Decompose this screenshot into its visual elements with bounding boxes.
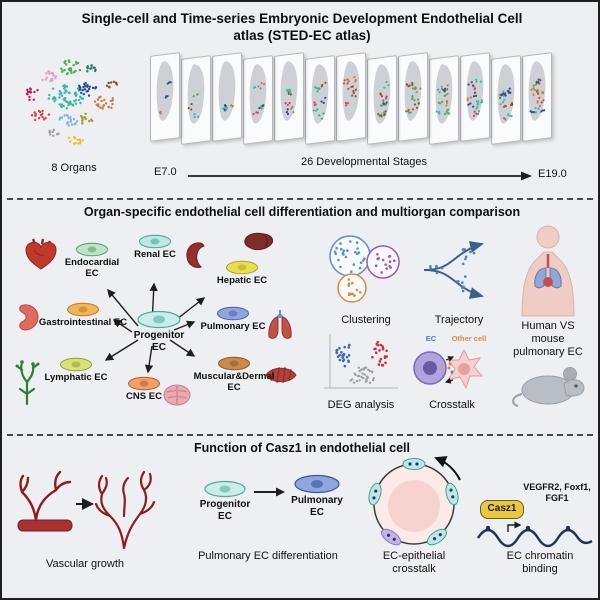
casz1-box: Casz1: [480, 500, 524, 519]
other-cell-label: Other cell: [451, 334, 487, 343]
target-genes-label: VEGFR2, Foxf1, FGF1: [523, 482, 591, 503]
pulmonary-ec-node-bottom: Pulmonary EC: [288, 474, 346, 518]
stage-start-label: E7.0: [154, 166, 177, 178]
endocardial-cell-icon: [76, 242, 108, 257]
panel3-title: Function of Casz1 in endothelial cell: [194, 441, 410, 455]
progenitor-cell-icon: [137, 310, 181, 329]
pulmonary-label: Pulmonary EC: [291, 495, 343, 518]
progenitor-label: Progenitor EC: [133, 330, 185, 353]
ec-node-label: Endocardial EC: [64, 257, 120, 279]
ec-node-label: CNS EC: [126, 391, 162, 402]
panel-divider: [7, 434, 593, 436]
stages-label: 26 Developmental Stages: [301, 156, 427, 168]
stage-card-strip: [150, 52, 570, 154]
kidney-icon: [186, 242, 205, 268]
heart-icon: [25, 238, 57, 270]
human-mouse-label: Human VS mouse pulmonary EC: [513, 320, 583, 359]
stage-card: [367, 55, 397, 145]
ec-node-hepatic: Hepatic EC: [210, 260, 274, 287]
lymphatic-cell-icon: [60, 357, 92, 372]
ec-node-lymphatic: Lymphatic EC: [44, 357, 108, 384]
pulmonary-cell-icon: [294, 474, 340, 494]
gastrointestinal-cell-icon: [67, 302, 99, 317]
ec-epithelial-caption: EC-epithelial crosstalk: [382, 550, 446, 576]
clustering-icon: [329, 235, 400, 303]
muscle-icon: [265, 366, 297, 384]
stage-card: [491, 55, 521, 145]
stage-card: [336, 52, 366, 142]
pulmonary-cell-icon: [217, 306, 249, 321]
brain-icon: [163, 384, 191, 406]
ec-node-label: Gastrointestinal EC: [38, 317, 128, 328]
stage-card: [305, 55, 335, 145]
chromatin-icon: [476, 521, 593, 548]
trajectory-icon: [423, 241, 484, 299]
ec-cell-label: EC: [425, 334, 437, 343]
timeline-arrow-icon: [188, 171, 532, 181]
crosstalk-label: Crosstalk: [429, 399, 475, 411]
stage-card: [150, 52, 180, 142]
umap-scatter-icon: [25, 59, 118, 145]
chromatin-binding-caption: EC chromatin binding: [506, 550, 574, 576]
ec-epithelial-crosstalk-icon: [368, 456, 461, 546]
crosstalk-icon: [413, 348, 484, 390]
stage-card: [429, 55, 459, 145]
human-body-icon: [521, 225, 575, 317]
progenitor-cell-icon: [204, 480, 246, 498]
panel2-title: Organ-specific endothelial cell differen…: [83, 205, 521, 219]
lungs-icon: [268, 310, 292, 339]
ec-node-label: Muscular&Dermal EC: [193, 371, 275, 393]
differentiation-arrow-icon: [254, 487, 285, 497]
ec-node-label: Lymphatic EC: [44, 372, 108, 383]
cns-cell-icon: [128, 376, 160, 391]
volcano-plot-icon: [324, 334, 398, 389]
ec-node-muscular-dermal: Muscular&Dermal EC: [190, 356, 278, 394]
stage-end-label: E19.0: [538, 168, 567, 180]
atlas-title: Single-cell and Time-series Embryonic De…: [81, 11, 523, 43]
ec-node-label: Hepatic EC: [216, 275, 268, 286]
ec-node-label: Renal EC: [134, 249, 176, 260]
lymphatic-vessel-icon: [15, 360, 40, 406]
panel-divider: [7, 198, 593, 200]
deg-analysis-label: DEG analysis: [327, 399, 395, 411]
progenitor-ec-node: Progenitor EC: [126, 310, 192, 353]
ec-node-gastrointestinal: Gastrointestinal EC: [38, 302, 128, 329]
organs-label: 8 Organs: [51, 162, 97, 174]
trajectory-label: Trajectory: [434, 314, 484, 326]
ec-node-label: Pulmonary EC: [200, 321, 266, 332]
hepatic-cell-icon: [226, 260, 258, 275]
vascular-growth-caption: Vascular growth: [45, 558, 125, 570]
vascular-growth-icon: [17, 470, 156, 550]
stage-card: [522, 52, 552, 142]
clustering-label: Clustering: [341, 314, 391, 326]
ec-node-renal: Renal EC: [127, 234, 183, 261]
progenitor-label: Progenitor EC: [199, 499, 251, 522]
renal-cell-icon: [139, 234, 171, 249]
stage-card: [460, 52, 490, 142]
mouse-icon: [512, 367, 585, 407]
muscular-dermal-cell-icon: [218, 356, 250, 371]
stage-card: [212, 52, 242, 142]
ec-node-endocardial: Endocardial EC: [60, 242, 124, 280]
ec-node-pulmonary: Pulmonary EC: [200, 306, 266, 333]
stage-card: [274, 52, 304, 142]
stage-card: [181, 55, 211, 145]
progenitor-ec-node-bottom: Progenitor EC: [194, 480, 256, 522]
differentiation-caption: Pulmonary EC differentiation: [198, 550, 338, 562]
stage-card: [243, 55, 273, 145]
liver-icon: [244, 232, 274, 251]
stage-card: [398, 52, 428, 142]
stomach-icon: [19, 304, 39, 331]
ec-node-cns: CNS EC: [116, 376, 172, 403]
